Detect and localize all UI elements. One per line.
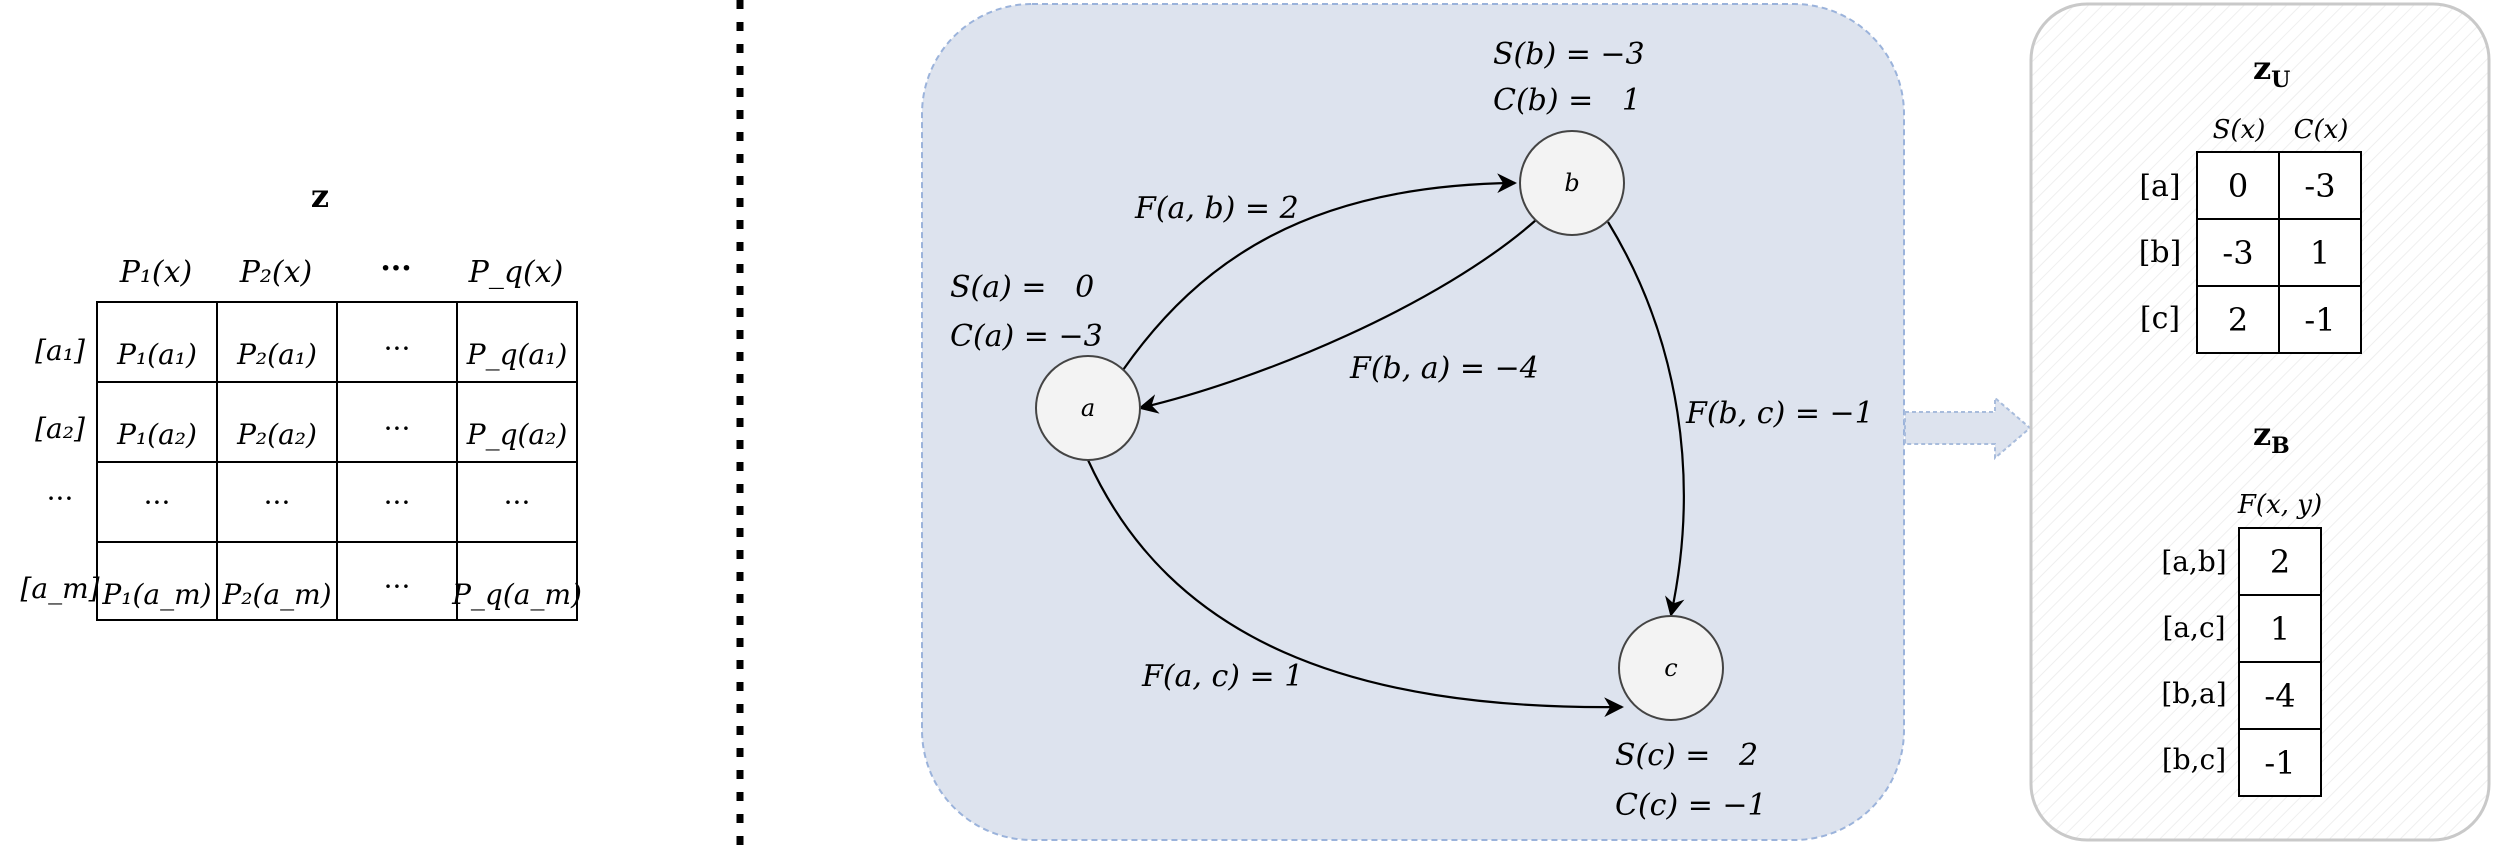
row-header-am: [a_m] xyxy=(20,572,99,605)
zu-col-header-s: S(x) xyxy=(2213,115,2266,145)
node-a: a xyxy=(1035,355,1141,461)
left-matrix-title: z xyxy=(311,177,329,215)
zu-row-header-a: [a] xyxy=(2139,169,2180,204)
cell: P_q(a_m) xyxy=(451,578,582,611)
zb-col-header: F(x, y) xyxy=(2237,490,2322,520)
zb-row-header-ac: [a,c] xyxy=(2162,611,2225,644)
zu-cell: 2 xyxy=(2228,301,2248,339)
cell: P₁(a_m) xyxy=(101,578,211,611)
edge-b-c-label: F(b, c) = −1 xyxy=(1685,396,1874,431)
node-b-c-label: C(b) = 1 xyxy=(1493,83,1641,118)
cell: ··· xyxy=(144,486,171,519)
col-header-p2: P₂(x) xyxy=(239,255,313,290)
zb-cell: 2 xyxy=(2270,543,2290,581)
node-c-label: c xyxy=(1664,654,1677,682)
zb-cell: 1 xyxy=(2270,610,2290,648)
zb-cell: -1 xyxy=(2264,744,2295,782)
zu-cell: 1 xyxy=(2310,234,2330,272)
cell: ··· xyxy=(384,412,411,445)
zb-row-header-ba: [b,a] xyxy=(2161,677,2226,710)
zb-row-header-bc: [b,c] xyxy=(2162,743,2226,776)
col-header-pq: P_q(x) xyxy=(468,255,564,290)
zb-cell: -4 xyxy=(2264,677,2295,715)
node-b: b xyxy=(1519,130,1625,236)
cell: P₁(a₁) xyxy=(116,338,197,371)
flow-arrow xyxy=(1904,395,2032,461)
node-c: c xyxy=(1618,615,1724,721)
cell: ··· xyxy=(384,332,411,365)
left-matrix: z P₁(x) P₂(x) ··· P_q(x) [a₁] [a₂] ··· [… xyxy=(20,177,582,621)
edge-b-a xyxy=(1138,219,1537,414)
node-b-s-label: S(b) = −3 xyxy=(1493,37,1645,72)
node-c-s-label: S(c) = 2 xyxy=(1615,738,1758,773)
col-header-ellipsis: ··· xyxy=(380,251,411,286)
edge-b-a-label: F(b, a) = −4 xyxy=(1349,351,1539,386)
left-matrix-col-headers: P₁(x) P₂(x) ··· P_q(x) xyxy=(119,251,564,290)
edge-a-b-label: F(a, b) = 2 xyxy=(1134,191,1299,226)
right-panel: zU S(x) C(x) [a] [b] [c] 0 -3 -3 1 2 xyxy=(2029,2,2491,842)
graph-panel: a b c S(a) = 0 C(a) = −3 S(b) = −3 C(b) … xyxy=(921,3,1905,841)
zu-row-header-c: [c] xyxy=(2140,301,2180,336)
zu-table: zU S(x) C(x) [a] [b] [c] 0 -3 -3 1 2 xyxy=(2139,49,2362,354)
cell: ··· xyxy=(504,486,531,519)
cell: ··· xyxy=(384,486,411,519)
edge-a-c xyxy=(1086,459,1624,718)
zb-row-header-ab: [a,b] xyxy=(2161,545,2226,578)
row-header-a1: [a₁] xyxy=(35,334,85,367)
zu-cell: 0 xyxy=(2228,167,2248,205)
cell: ··· xyxy=(384,570,411,603)
left-matrix-row-headers: [a₁] [a₂] ··· [a_m] xyxy=(20,334,99,605)
zb-title: zB xyxy=(2253,415,2290,459)
row-header-a2: [a₂] xyxy=(35,412,85,445)
node-a-s-label: S(a) = 0 xyxy=(950,270,1094,305)
cell: P_q(a₁) xyxy=(466,338,568,371)
graph-edges xyxy=(1086,173,1685,718)
zb-table: zB F(x, y) [a,b] [a,c] [b,a] [b,c] 2 1 -… xyxy=(2161,415,2322,797)
zu-col-header-c: C(x) xyxy=(2294,115,2349,145)
left-matrix-grid xyxy=(96,301,578,621)
cell: ··· xyxy=(264,486,291,519)
edge-a-c-label: F(a, c) = 1 xyxy=(1141,659,1303,694)
zu-title: zU xyxy=(2253,49,2290,93)
edge-b-c xyxy=(1607,221,1685,617)
node-b-label: b xyxy=(1564,169,1579,197)
left-matrix-cells: P₁(a₁) P₂(a₁) ··· P_q(a₁) P₁(a₂) P₂(a₂) … xyxy=(101,332,582,611)
node-c-c-label: C(c) = −1 xyxy=(1615,788,1767,823)
edge-a-b xyxy=(1122,173,1517,371)
node-a-label: a xyxy=(1081,394,1095,422)
zu-row-header-b: [b] xyxy=(2139,235,2182,270)
cell: P_q(a₂) xyxy=(466,418,568,451)
cell: P₂(a_m) xyxy=(221,578,331,611)
zu-cell: -3 xyxy=(2222,234,2253,272)
zu-cell: -1 xyxy=(2304,301,2335,339)
row-header-ellipsis: ··· xyxy=(47,482,74,515)
col-header-p1: P₁(x) xyxy=(119,255,193,290)
cell: P₁(a₂) xyxy=(116,418,197,451)
zu-cell: -3 xyxy=(2304,167,2335,205)
right-panel-background xyxy=(2029,2,2491,842)
cell: P₂(a₁) xyxy=(236,338,317,371)
node-a-c-label: C(a) = −3 xyxy=(950,319,1103,354)
cell: P₂(a₂) xyxy=(236,418,317,451)
